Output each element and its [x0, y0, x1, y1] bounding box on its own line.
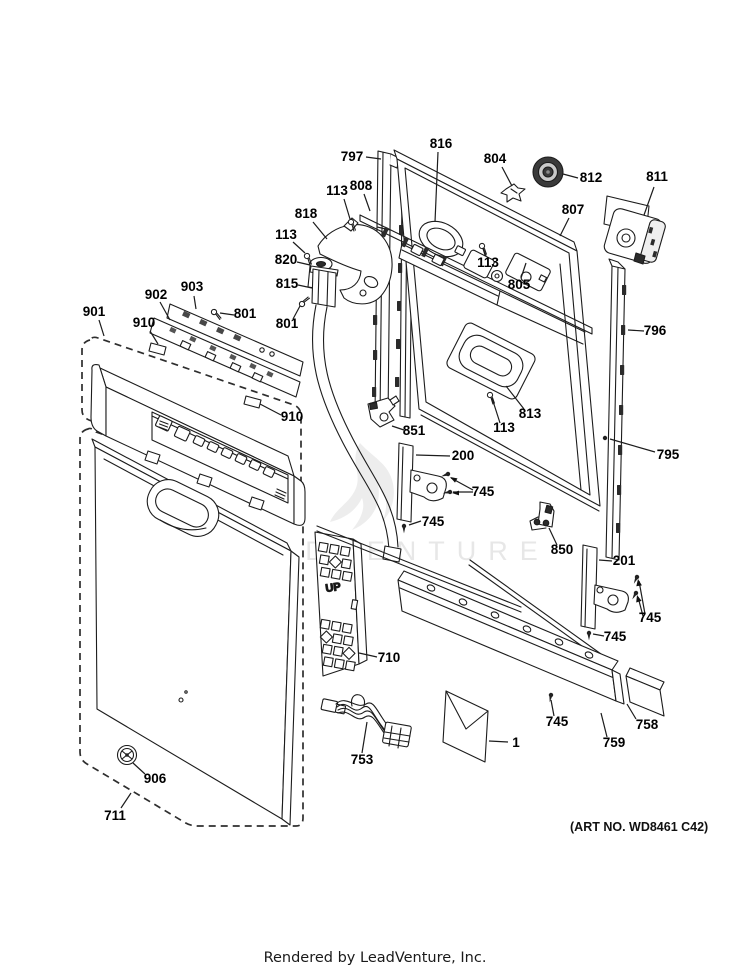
inner-door-panel-807 [393, 149, 601, 512]
callout-745a[interactable]: 745 [472, 484, 495, 499]
callout-795[interactable]: 795 [657, 447, 680, 462]
clip-851 [367, 395, 400, 428]
door-handle [146, 479, 220, 537]
overlay-pad-910b [243, 395, 262, 409]
console-panel [90, 364, 306, 526]
callout-910a[interactable]: 910 [133, 315, 156, 330]
callout-805[interactable]: 805 [508, 277, 531, 292]
flame-watermark-icon [330, 443, 394, 530]
callout-759[interactable]: 759 [603, 735, 626, 750]
wire-harness-753 [320, 694, 412, 749]
callout-811[interactable]: 811 [646, 169, 668, 184]
callout-851[interactable]: 851 [403, 423, 426, 438]
callout-816[interactable]: 816 [430, 136, 453, 151]
group-box-711 [79, 427, 304, 827]
latch-assembly-811 [603, 195, 666, 265]
arrowheads [450, 477, 642, 603]
callout-796[interactable]: 796 [644, 323, 667, 338]
callout-804[interactable]: 804 [484, 151, 507, 166]
overlay-pad-910a [148, 342, 167, 356]
grommet-812 [532, 156, 564, 188]
leader-lines [98, 151, 656, 809]
group-box-901 [81, 336, 302, 498]
callout-797[interactable]: 797 [341, 149, 364, 164]
toe-panel-759 [397, 570, 625, 705]
outer-door-panel [91, 438, 300, 826]
callout-113d[interactable]: 113 [493, 420, 515, 435]
callout-807[interactable]: 807 [562, 202, 585, 217]
latch-bar-808 [359, 214, 593, 335]
callout-113b[interactable]: 113 [275, 227, 297, 242]
clip-850 [529, 501, 555, 531]
hinge-bracket-201 [580, 544, 629, 630]
callout-801a[interactable]: 801 [276, 316, 299, 331]
callout-906[interactable]: 906 [144, 771, 167, 786]
callout-745b[interactable]: 745 [422, 514, 445, 529]
callout-903[interactable]: 903 [181, 279, 204, 294]
art-number-label: (ART NO. WD8461 C42) [570, 820, 708, 834]
callout-745e[interactable]: 745 [546, 714, 569, 729]
credit-line: Rendered by LeadVenture, Inc. [264, 950, 487, 966]
control-board-903 [166, 303, 304, 377]
callout-745c[interactable]: 745 [639, 610, 662, 625]
callout-808[interactable]: 808 [350, 178, 373, 193]
brand-badge-906 [116, 744, 138, 766]
callout-850[interactable]: 850 [551, 542, 574, 557]
callout-758[interactable]: 758 [636, 717, 659, 732]
callout-753[interactable]: 753 [351, 752, 374, 767]
console-buttons [155, 415, 287, 500]
callout-710[interactable]: 710 [378, 650, 401, 665]
callout-815[interactable]: 815 [276, 276, 299, 291]
end-cap-758 [625, 667, 665, 717]
callout-745d[interactable]: 745 [604, 629, 627, 644]
literature-packet-1 [442, 690, 489, 763]
mount-plate-805 [505, 252, 551, 292]
callout-820[interactable]: 820 [275, 252, 298, 267]
bracket-710: UP [314, 531, 368, 677]
callout-813[interactable]: 813 [519, 406, 542, 421]
door-pocket-813 [446, 322, 536, 400]
callout-200[interactable]: 200 [452, 448, 475, 463]
callout-113c[interactable]: 113 [477, 255, 499, 270]
hinge-bracket-200 [396, 442, 447, 523]
callout-1[interactable]: 1 [512, 735, 520, 750]
callout-902[interactable]: 902 [145, 287, 168, 302]
clip-804 [500, 183, 526, 203]
callout-201[interactable]: 201 [613, 553, 636, 568]
callout-711[interactable]: 711 [104, 808, 126, 823]
callout-818[interactable]: 818 [295, 206, 318, 221]
callout-910b[interactable]: 910 [281, 409, 304, 424]
control-board-902 [149, 317, 301, 398]
door-strip-796-795 [602, 258, 627, 561]
callout-812[interactable]: 812 [580, 170, 603, 185]
bracket-710-holes [317, 541, 356, 672]
lower-rail [316, 525, 602, 660]
callout-labels: 797 816 804 812 811 113 808 818 807 113 … [83, 136, 680, 823]
callout-901[interactable]: 901 [83, 304, 106, 319]
callout-801b[interactable]: 801 [234, 306, 257, 321]
up-marking: UP [325, 581, 342, 595]
callout-113a[interactable]: 113 [326, 183, 348, 198]
